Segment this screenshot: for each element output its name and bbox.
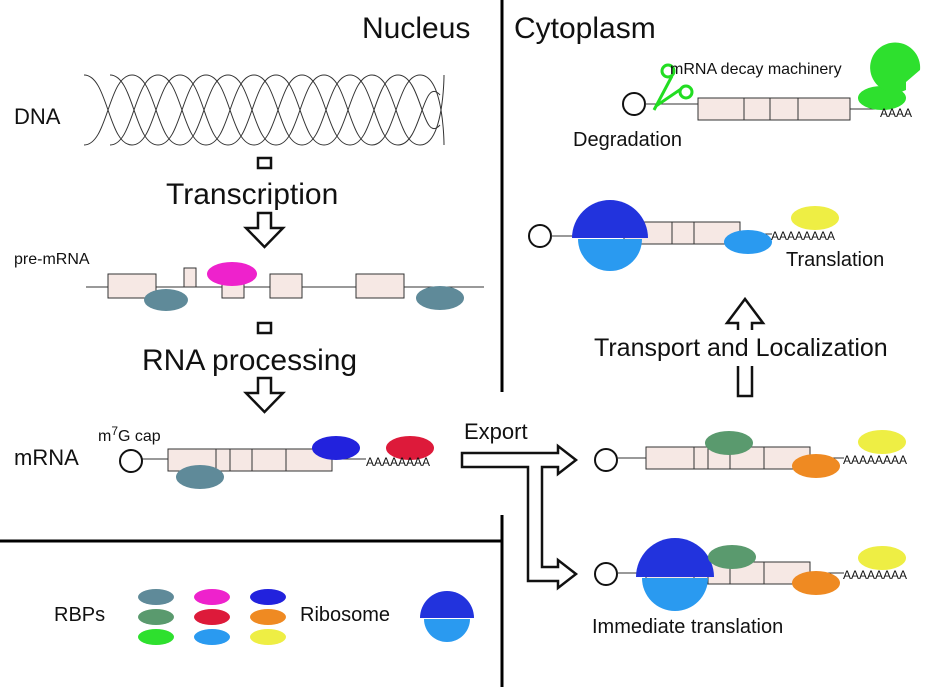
rbp-red — [386, 436, 434, 460]
rbp-teal — [176, 465, 224, 489]
cap-label: m7G cap — [98, 424, 161, 445]
rna-processing-arrow — [243, 321, 286, 414]
scissors-icon — [652, 63, 694, 111]
mrna-degradation: AAAA — [622, 42, 921, 121]
cap-circle — [528, 224, 552, 248]
rbp-legend-swatch — [194, 609, 230, 625]
nucleus-label: Nucleus — [362, 12, 470, 45]
rbp-magenta — [207, 262, 257, 286]
translation-label: Translation — [786, 249, 884, 271]
mrna-immediate-translation: AAAAAAAA — [594, 538, 907, 611]
mrna-exported: AAAAAAAA — [594, 430, 907, 478]
ribosome-legend-icon — [420, 591, 474, 642]
rbp-teal — [144, 289, 188, 311]
mrna-nucleus: AAAAAAAA — [119, 436, 434, 489]
rbp-green — [705, 431, 753, 455]
dna-label: DNA — [14, 104, 61, 129]
cap-circle — [622, 92, 646, 116]
pre-mrna-strand — [86, 262, 484, 311]
decay-enzyme — [870, 42, 921, 93]
export-label: Export — [464, 419, 528, 444]
polya-tail: AAAA — [880, 106, 912, 120]
cap-circle — [119, 449, 143, 473]
rbp-legend-swatch — [194, 629, 230, 645]
rbp-orange — [792, 454, 840, 478]
rbp-legend-swatch — [250, 629, 286, 645]
mrna-label: mRNA — [14, 445, 79, 470]
rbp-legend-swatch — [138, 609, 174, 625]
transcription-arrow — [243, 156, 286, 249]
dna-double-helix — [83, 74, 445, 146]
degradation-label: Degradation — [573, 129, 682, 151]
rbp-green — [708, 545, 756, 569]
transport-label-bg — [590, 330, 920, 366]
rbps-legend-label: RBPs — [54, 604, 105, 626]
rna-processing-label: RNA processing — [142, 344, 357, 377]
ribosome-small-subunit — [642, 578, 708, 611]
mrna-translation: AAAAAAAA — [528, 200, 839, 271]
rbp-legend-swatch — [250, 609, 286, 625]
rbp-legend-swatch — [250, 589, 286, 605]
rbp-teal — [416, 286, 464, 310]
polya-tail: AAAAAAAA — [843, 453, 907, 467]
rbp-blue — [312, 436, 360, 460]
ribosome-small-subunit — [578, 239, 642, 271]
ribosome-large-subunit — [572, 200, 648, 238]
immediate-translation-label: Immediate translation — [592, 616, 783, 638]
rbp-yellow — [858, 546, 906, 570]
cap-circle — [594, 562, 618, 586]
polya-tail: AAAAAAAA — [771, 229, 835, 243]
polya-tail: AAAAAAAA — [366, 455, 430, 469]
transcription-label: Transcription — [166, 178, 338, 211]
ribosome-large-subunit — [636, 538, 714, 577]
rbp-legend-swatch — [138, 589, 174, 605]
decay-machinery-label: mRNA decay machinery — [670, 61, 842, 78]
export-arrow — [460, 443, 579, 591]
rbp-legend — [138, 589, 286, 645]
rbp-yellow — [858, 430, 906, 454]
pre-mrna-label: pre-mRNA — [14, 251, 90, 268]
rbp-yellow — [791, 206, 839, 230]
rbp-sky — [724, 230, 772, 254]
cap-circle — [594, 448, 618, 472]
ribosome-legend-label: Ribosome — [300, 604, 390, 626]
rbp-orange — [792, 571, 840, 595]
rbp-legend-swatch — [138, 629, 174, 645]
rbp-legend-swatch — [194, 589, 230, 605]
transport-label: Transport and Localization — [594, 334, 888, 362]
polya-tail: AAAAAAAA — [843, 568, 907, 582]
cytoplasm-label: Cytoplasm — [514, 12, 656, 45]
